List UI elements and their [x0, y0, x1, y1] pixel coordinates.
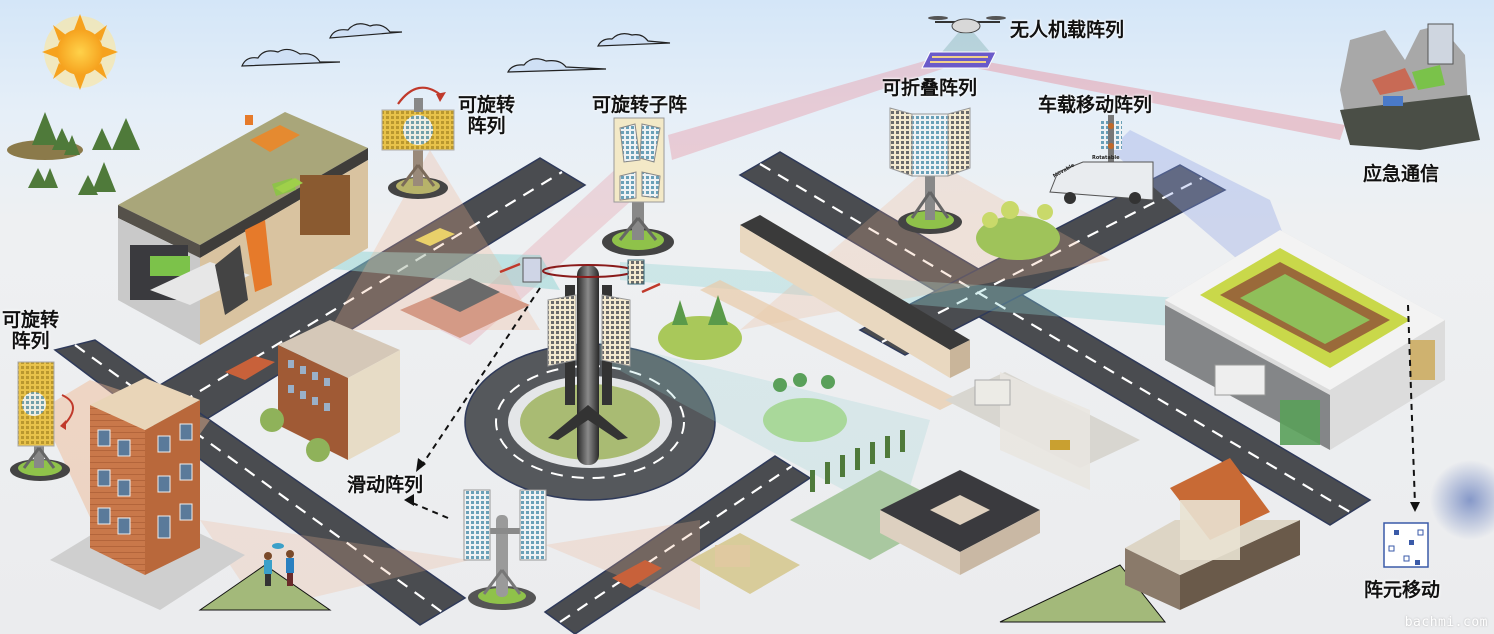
element-movement-icon[interactable]: [1383, 460, 1494, 568]
stadium: [1165, 230, 1445, 450]
label-line: 阵列: [467, 115, 506, 137]
park-round: [763, 373, 847, 442]
school: [790, 430, 1040, 575]
label-rotatable-subarray: 可旋转子阵: [592, 94, 688, 116]
label-rotatable-array-top: 可旋转 阵列: [458, 95, 515, 137]
restaurant: [400, 278, 530, 338]
pine-trees: [7, 112, 140, 195]
label-line: 可旋转: [458, 94, 516, 116]
sliding-array-tower: [463, 489, 547, 610]
label-foldable-array: 可折叠阵列: [882, 77, 978, 99]
arrow-head: [404, 494, 414, 506]
label-vehicle-array: 车载移动阵列: [1038, 94, 1153, 116]
rotatable-array-top: [381, 86, 455, 199]
label-uav-array: 无人机载阵列: [1010, 19, 1125, 41]
brick-apartment: [50, 378, 245, 610]
subway-station: [118, 112, 368, 345]
park: [976, 201, 1060, 260]
disaster-rubble: [1340, 23, 1480, 150]
lawn: [999, 564, 1167, 623]
cloud-icon: [241, 23, 671, 73]
drone-icon: [921, 16, 1006, 69]
arrow-head: [1410, 502, 1420, 512]
long-apartment: [700, 215, 970, 410]
fast-food-block: [690, 533, 800, 594]
people: [264, 543, 294, 586]
van-tag-rotatable: Rotatable: [1092, 155, 1120, 161]
central-antenna-tower: [499, 257, 661, 465]
warehouse: [945, 372, 1140, 490]
vehicles: [225, 178, 662, 588]
cutaway-house: [1125, 458, 1300, 610]
label-element-movement: 阵元移动: [1364, 579, 1441, 601]
classic-apartment: [260, 320, 400, 462]
rotatable-subarray-tower: [602, 117, 674, 256]
arrow-head: [416, 458, 426, 472]
lawn: [198, 564, 332, 611]
rotatable-array-left: [10, 361, 74, 481]
label-sliding-array: 滑动阵列: [347, 474, 424, 496]
sun-icon: [42, 14, 118, 90]
foldable-array: [889, 107, 971, 234]
vehicle-array-van: [1049, 115, 1154, 204]
label-line: 可旋转: [2, 309, 60, 331]
stadium-dash-arrow: [1407, 304, 1416, 506]
label-line: 阵列: [11, 330, 50, 352]
dog-park: [658, 295, 742, 360]
watermark: bachmi.com: [1404, 615, 1488, 630]
label-emergency-comm: 应急通信: [1363, 163, 1440, 185]
label-rotatable-array-left: 可旋转 阵列: [2, 310, 59, 352]
sliding-arrows: [409, 287, 541, 519]
